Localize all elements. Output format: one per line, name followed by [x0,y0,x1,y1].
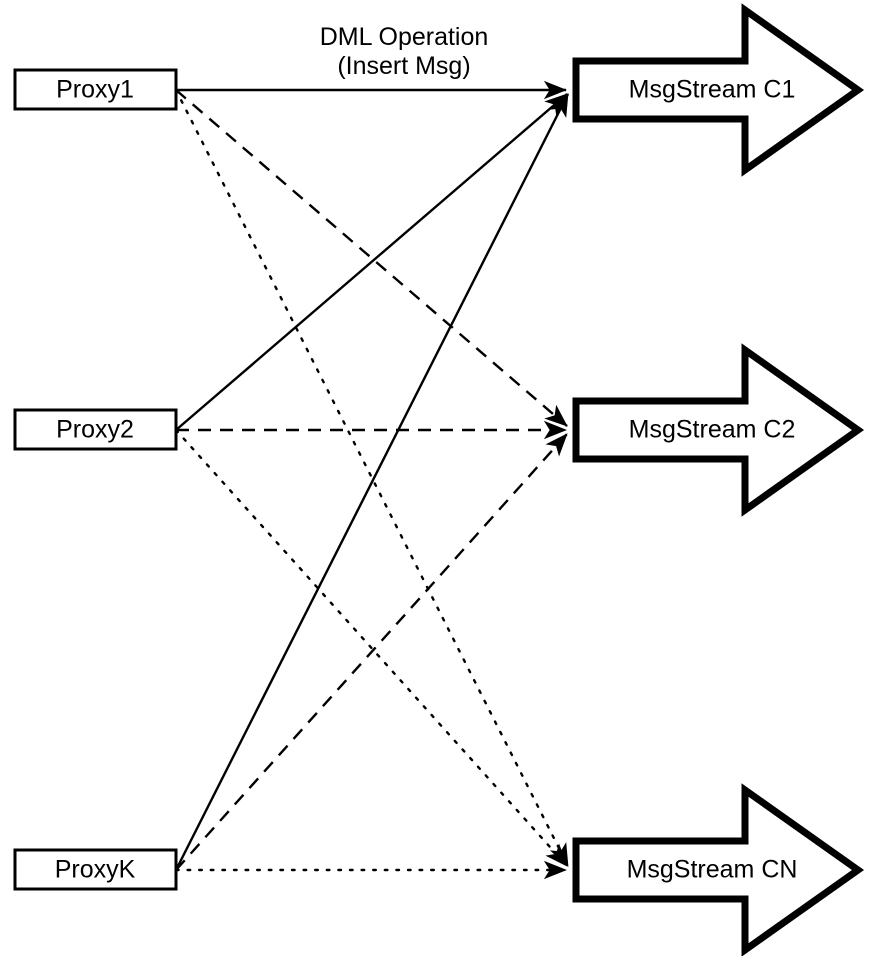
proxy2-label: Proxy2 [56,416,134,444]
msgstream-c1-label: MsgStream C1 [629,76,796,104]
proxy2-box[interactable] [13,408,178,451]
proxy-node-proxy1[interactable]: Proxy1 [13,68,178,111]
proxy1-box[interactable] [13,68,178,111]
msgstream-node-c1[interactable]: MsgStream C1 [572,3,865,177]
connection-proxy1-cn[interactable] [174,88,570,868]
connection-proxyk-c1[interactable] [174,93,570,871]
connection-proxyk-c2[interactable] [175,433,568,871]
proxyk-label: ProxyK [55,856,136,884]
dml-operation-label-line2: (Insert Msg) [337,52,470,80]
msgstream-node-c2[interactable]: MsgStream C2 [572,343,865,517]
msgstream-cn-arrow-shape[interactable] [572,783,865,956]
dml-operation-label-line1: DML Operation [320,23,489,51]
msgstream-c2-arrow-shape[interactable] [572,343,865,517]
connection-layer [174,80,570,880]
proxyk-box[interactable] [13,848,178,891]
proxy-node-proxyk[interactable]: ProxyK [13,848,178,891]
proxy-node-proxy2[interactable]: Proxy2 [13,408,178,451]
connection-proxy1-c2[interactable] [175,89,568,427]
connection-proxy2-cn[interactable] [174,428,569,868]
msgstream-cn-label: MsgStream CN [627,856,798,884]
msgstream-c2-label: MsgStream C2 [629,416,796,444]
connection-proxy2-c1[interactable] [175,93,568,431]
proxy1-label: Proxy1 [56,76,134,104]
msgstream-c1-arrow-shape[interactable] [572,3,865,177]
dml-operation-label: DML Operation (Insert Msg) [320,23,489,80]
msgstream-node-cn[interactable]: MsgStream CN [572,783,865,956]
